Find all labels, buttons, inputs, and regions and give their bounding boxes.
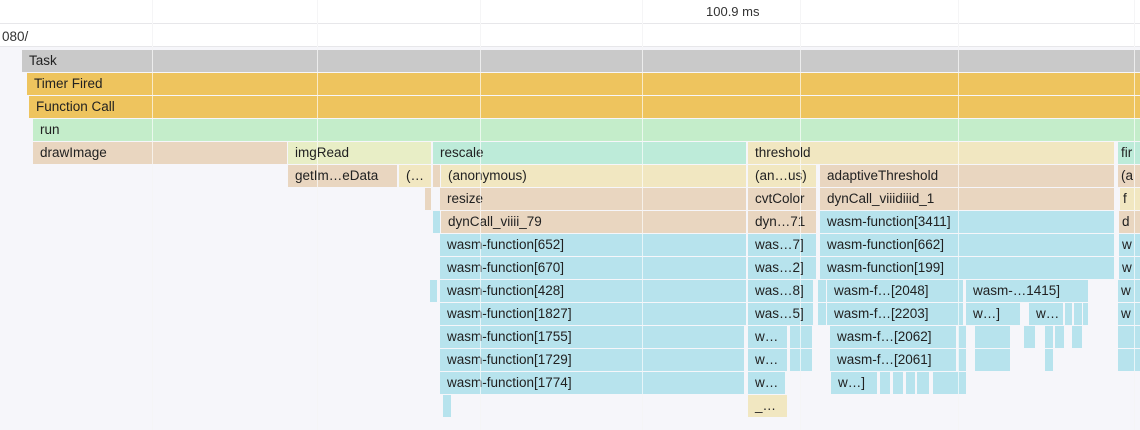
- flame-frame-w[interactable]: w: [1118, 303, 1140, 325]
- flame-frame[interactable]: [1045, 326, 1053, 348]
- flame-frame[interactable]: [975, 326, 1010, 348]
- flame-frame-wasm-f-2061[interactable]: wasm-f…[2061]: [830, 349, 956, 371]
- flame-frame[interactable]: [790, 326, 812, 348]
- gridline-highlight: [480, 0, 481, 430]
- flame-frame-function-call[interactable]: Function Call: [29, 96, 1140, 118]
- flame-frame[interactable]: [1118, 326, 1140, 348]
- flame-frame-w[interactable]: w: [1118, 280, 1140, 302]
- flame-frame-wasm-function-1729[interactable]: wasm-function[1729]: [440, 349, 744, 371]
- flame-frame[interactable]: [906, 372, 915, 394]
- flame-frame-wasm-f-2048[interactable]: wasm-f…[2048]: [827, 280, 963, 302]
- flame-frame-wasm-function-670[interactable]: wasm-function[670]: [440, 257, 746, 279]
- flame-frame-wasm-function-662[interactable]: wasm-function[662]: [820, 234, 1114, 256]
- flame-frame-w[interactable]: w: [1119, 234, 1140, 256]
- flame-frame[interactable]: [958, 349, 966, 371]
- flame-frame-[interactable]: _…: [748, 395, 787, 417]
- flame-frame-wasm-function-1774[interactable]: wasm-function[1774]: [440, 372, 744, 394]
- flame-frame[interactable]: [1072, 326, 1082, 348]
- flame-frame-getim-edata[interactable]: getIm…eData: [288, 165, 397, 187]
- flame-frame[interactable]: [1118, 349, 1140, 371]
- flame-frame[interactable]: [893, 372, 903, 394]
- flame-frame-drawimage[interactable]: drawImage: [33, 142, 287, 164]
- track-label: 080/: [2, 29, 29, 44]
- flame-frame-wasm-function-1755[interactable]: wasm-function[1755]: [440, 326, 744, 348]
- flame-frame-run[interactable]: run: [33, 119, 1140, 141]
- flame-frame[interactable]: [433, 211, 440, 233]
- flame-frame-dyncall-viiii-79[interactable]: dynCall_viiii_79: [441, 211, 746, 233]
- flame-frame[interactable]: [1074, 303, 1082, 325]
- flame-frame-adaptivethreshold[interactable]: adaptiveThreshold: [820, 165, 1114, 187]
- flame-frame-threshold[interactable]: threshold: [748, 142, 1114, 164]
- flame-frame-imgread[interactable]: imgRead: [288, 142, 431, 164]
- flame-frame-w[interactable]: w…: [748, 326, 787, 348]
- flame-frame-fir[interactable]: fir: [1118, 142, 1140, 164]
- flame-frame[interactable]: [880, 372, 890, 394]
- flame-frame-wasm-f-2203[interactable]: wasm-f…[2203]: [827, 303, 963, 325]
- flame-frame-wasm-function-428[interactable]: wasm-function[428]: [440, 280, 746, 302]
- flame-frame[interactable]: [975, 349, 1010, 371]
- flame-frame-was-7[interactable]: was…7]: [748, 234, 816, 256]
- flame-frame[interactable]: [425, 188, 431, 210]
- ruler-divider: [0, 23, 1140, 24]
- flame-frame-wasm-function-652[interactable]: wasm-function[652]: [440, 234, 746, 256]
- flame-frame[interactable]: [1045, 349, 1053, 371]
- flame-frame-w[interactable]: w…: [748, 349, 787, 371]
- flame-frame[interactable]: [917, 372, 929, 394]
- flame-frame[interactable]: [818, 303, 826, 325]
- flame-frame[interactable]: [443, 395, 451, 417]
- flame-frame-d[interactable]: d: [1119, 211, 1140, 233]
- flame-frame-task[interactable]: Task: [22, 50, 1140, 72]
- flame-frame-wasm-function-199[interactable]: wasm-function[199]: [820, 257, 1114, 279]
- flame-frame-wasm-f-2062[interactable]: wasm-f…[2062]: [830, 326, 956, 348]
- flame-frame-f[interactable]: f: [1120, 188, 1140, 210]
- flame-frame[interactable]: [433, 165, 440, 187]
- flame-frame[interactable]: [933, 372, 966, 394]
- gridline-highlight: [642, 0, 643, 430]
- flame-frame-rescale[interactable]: rescale: [433, 142, 746, 164]
- gridline-highlight: [800, 0, 801, 430]
- flame-frame-w[interactable]: w…: [1029, 303, 1063, 325]
- flame-frame-was-2[interactable]: was…2]: [748, 257, 816, 279]
- flame-frame-w[interactable]: w: [1119, 257, 1140, 279]
- flame-frame[interactable]: [1065, 303, 1072, 325]
- flame-frame[interactable]: [958, 326, 966, 348]
- flame-frame[interactable]: [1083, 303, 1088, 325]
- flame-frame-w[interactable]: w…: [748, 372, 785, 394]
- gridline-highlight: [958, 0, 959, 430]
- flame-frame[interactable]: [818, 280, 826, 302]
- flame-frame-wasm-function-3411[interactable]: wasm-function[3411]: [820, 211, 1114, 233]
- flame-frame-wasm-1415[interactable]: wasm-…1415]: [966, 280, 1088, 302]
- flame-frame-an-us[interactable]: (an…us): [748, 165, 816, 187]
- flame-frame-resize[interactable]: resize: [440, 188, 746, 210]
- flame-frame-w[interactable]: w…]: [831, 372, 877, 394]
- track-divider: [0, 46, 1140, 47]
- flame-frame-cvtcolor[interactable]: cvtColor: [748, 188, 816, 210]
- flame-frame-anonymous[interactable]: (anonymous): [441, 165, 746, 187]
- flame-frame-was-5[interactable]: was…5]: [748, 303, 813, 325]
- gridline-highlight: [317, 0, 318, 430]
- flame-frame-was-8[interactable]: was…8]: [748, 280, 813, 302]
- flame-frame-[interactable]: (…: [399, 165, 431, 187]
- flame-frame-timer-fired[interactable]: Timer Fired: [27, 73, 1140, 95]
- flame-frame[interactable]: [1055, 326, 1064, 348]
- flame-frame-dyn-71[interactable]: dyn…71: [748, 211, 816, 233]
- flame-frame[interactable]: [790, 349, 812, 371]
- flame-frame-w[interactable]: w…]: [966, 303, 1020, 325]
- flame-frame-dyncall-viiidiiid-1[interactable]: dynCall_viiidiiid_1: [820, 188, 1114, 210]
- gridline-highlight: [152, 0, 153, 430]
- flame-frame[interactable]: [430, 280, 437, 302]
- gridline-highlight: [1134, 0, 1135, 430]
- flame-frame-a[interactable]: (a: [1118, 165, 1140, 187]
- flame-frame-wasm-function-1827[interactable]: wasm-function[1827]: [440, 303, 746, 325]
- time-ruler-label: 100.9 ms: [706, 4, 760, 19]
- flame-frame[interactable]: [1024, 326, 1035, 348]
